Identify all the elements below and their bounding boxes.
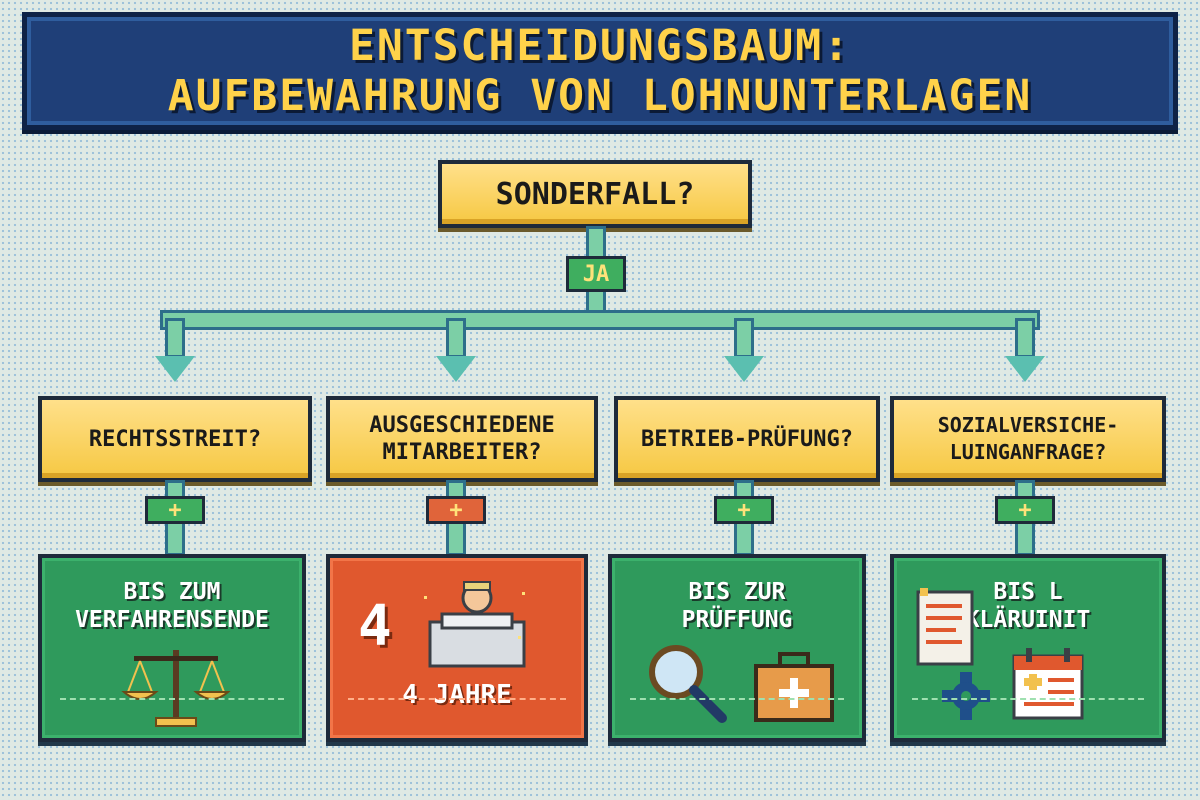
result-text: BIS ZUR PRÜFFUNG (681, 579, 793, 633)
result-4-jahre: 4 4 JAHRE (326, 554, 588, 742)
drop-connector-2 (446, 318, 466, 358)
question-ausgeschiedene-mitarbeiter: AUSGESCHIEDENE MITARBEITER? (326, 396, 598, 482)
arrow-down-icon (724, 356, 764, 382)
scales-icon (121, 650, 231, 727)
dashed-divider (912, 698, 1144, 700)
drop-connector-4 (1015, 318, 1035, 358)
calendar-icon (1012, 648, 1084, 720)
arrow-down-icon (1005, 356, 1045, 382)
title-line-2: AUFBEWAHRUNG VON LOHNUNTERLAGEN (167, 71, 1033, 121)
root-question-box: SONDERFALL? (438, 160, 752, 228)
title-line-1: ENTSCHEIDUNGSBAUM: (349, 21, 851, 71)
result-text: BIS L KLÄRUINIT (965, 579, 1091, 633)
edge-label-plus-4: + (995, 496, 1055, 524)
dashed-divider (60, 698, 284, 700)
drop-connector-1 (165, 318, 185, 358)
title-banner: ENTSCHEIDUNGSBAUM: AUFBEWAHRUNG VON LOHN… (22, 12, 1178, 130)
edge-label-ja: JA (566, 256, 626, 292)
dashed-divider (630, 698, 844, 700)
arrow-down-icon (155, 356, 195, 382)
edge-label-plus-1: + (145, 496, 205, 524)
edge-label-plus-3: + (714, 496, 774, 524)
gear-icon (942, 672, 990, 720)
result-verfahrensende: BIS ZUM VERFAHRENSENDE (38, 554, 306, 742)
archive-worker-icon (424, 581, 526, 668)
question-betriebpruefung: BETRIEB-PRÜFUNG? (614, 396, 880, 482)
edge-label-plus-2: + (426, 496, 486, 524)
horizontal-connector (160, 310, 1040, 330)
briefcase-icon (754, 652, 834, 722)
document-icon (916, 588, 974, 666)
arrow-down-icon (436, 356, 476, 382)
dashed-divider (348, 698, 566, 700)
result-text: 4 JAHRE (402, 680, 512, 710)
result-pruefung: BIS ZUR PRÜFFUNG (608, 554, 866, 742)
result-text: BIS ZUM VERFAHRENSENDE (75, 579, 269, 633)
big-number: 4 (358, 594, 392, 659)
magnifier-icon (649, 645, 727, 723)
question-rechtsstreit: RECHTSSTREIT? (38, 396, 312, 482)
question-sozialversicherung: SOZIALVERSICHE-LUINGANFRAGE? (890, 396, 1166, 482)
drop-connector-3 (734, 318, 754, 358)
result-klaerung: BIS L KLÄRUINIT (890, 554, 1166, 742)
